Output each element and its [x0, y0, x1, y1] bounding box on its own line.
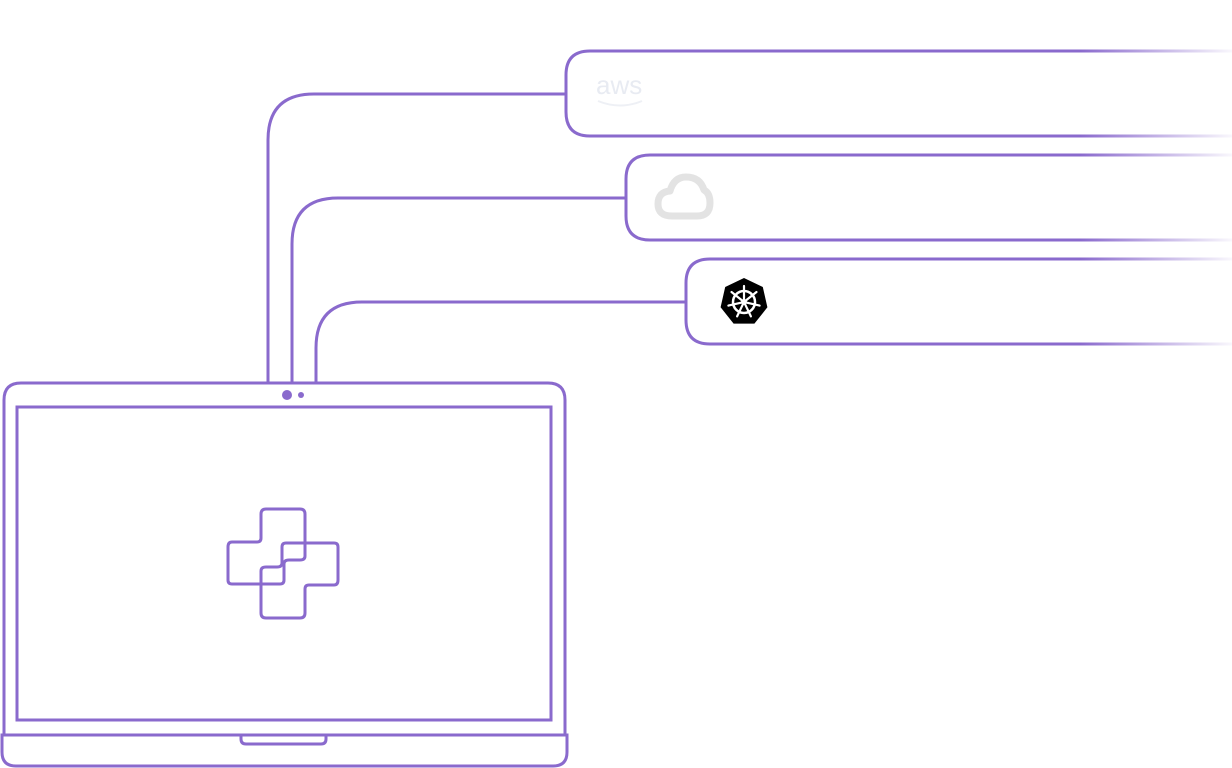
connector-aws — [266, 92, 566, 382]
laptop-base — [0, 733, 569, 768]
provider-card-kubernetes — [684, 257, 1232, 346]
connector-google-cloud — [290, 196, 626, 382]
laptop-icon — [0, 381, 569, 768]
laptop-notch — [239, 735, 328, 746]
kubernetes-helm-icon — [720, 278, 768, 324]
camera-dot — [282, 390, 292, 400]
aws-logo-icon: aws — [596, 70, 643, 107]
connector-kubernetes — [314, 300, 686, 382]
provider-card-google-cloud — [624, 153, 1232, 242]
provider-card-aws: aws — [564, 49, 1232, 138]
aws-logo-text: aws — [596, 70, 642, 100]
google-cloud-icon — [654, 173, 714, 220]
sensor-dot — [298, 392, 304, 398]
python-outline-icon — [226, 507, 340, 620]
